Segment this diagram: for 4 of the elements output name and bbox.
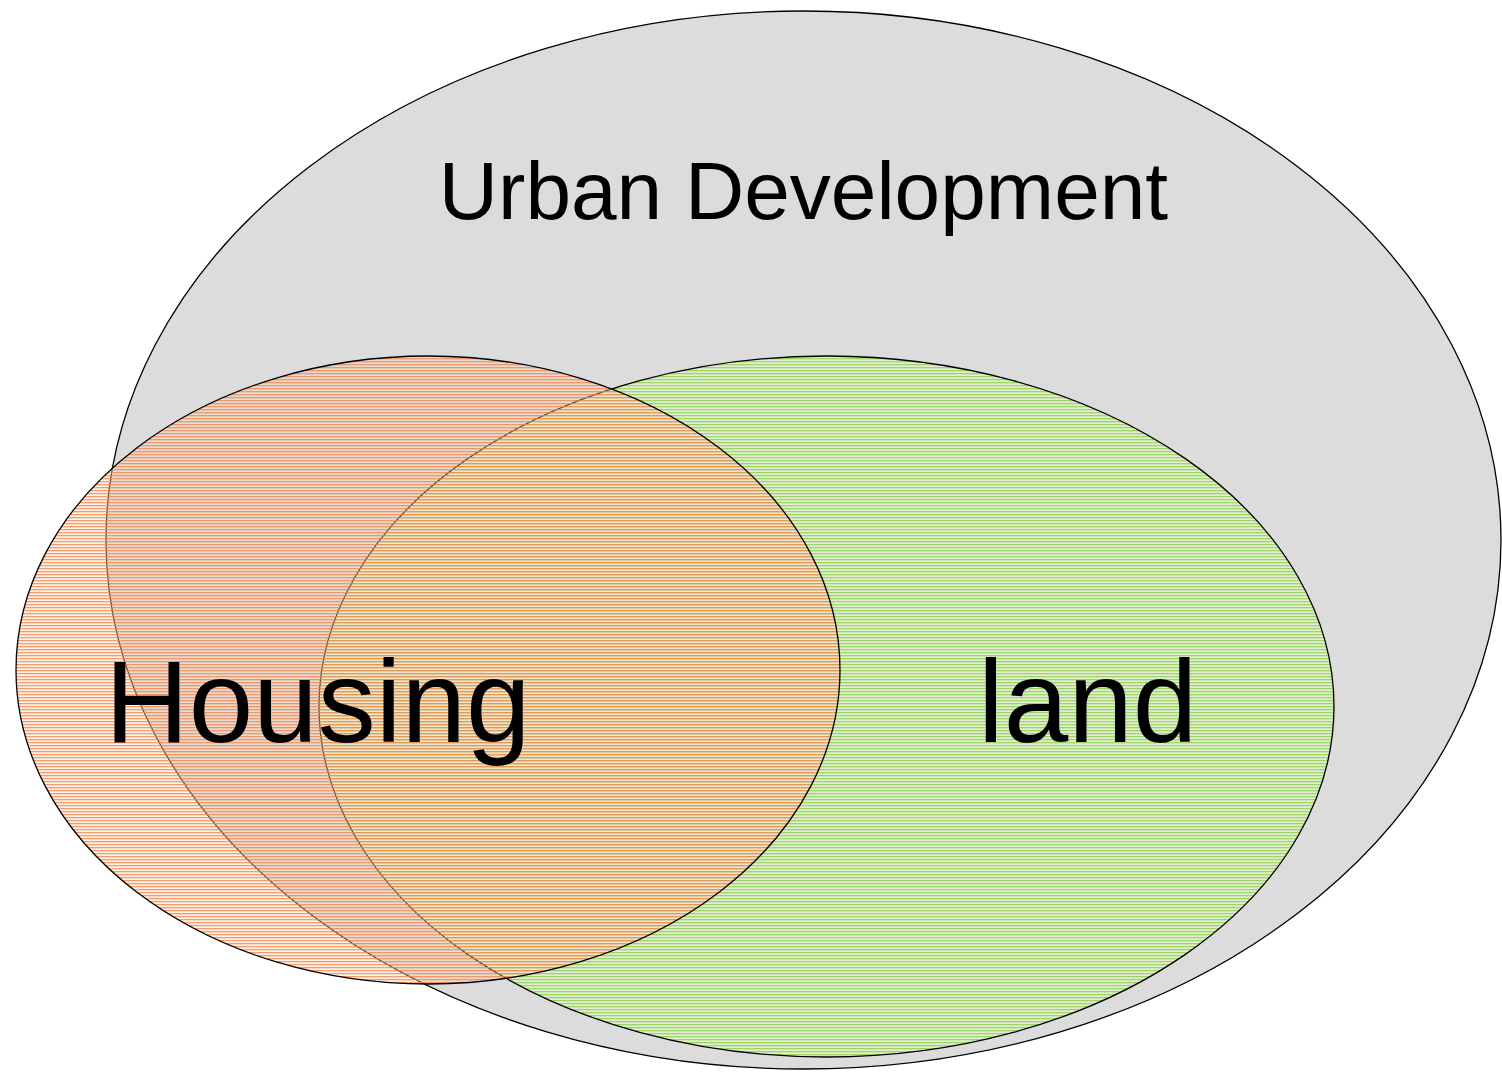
set-label: land [978, 636, 1199, 769]
set-label: Housing [105, 636, 532, 769]
venn-ellipse [15, 355, 841, 985]
set-label: Urban Development [437, 144, 1170, 238]
